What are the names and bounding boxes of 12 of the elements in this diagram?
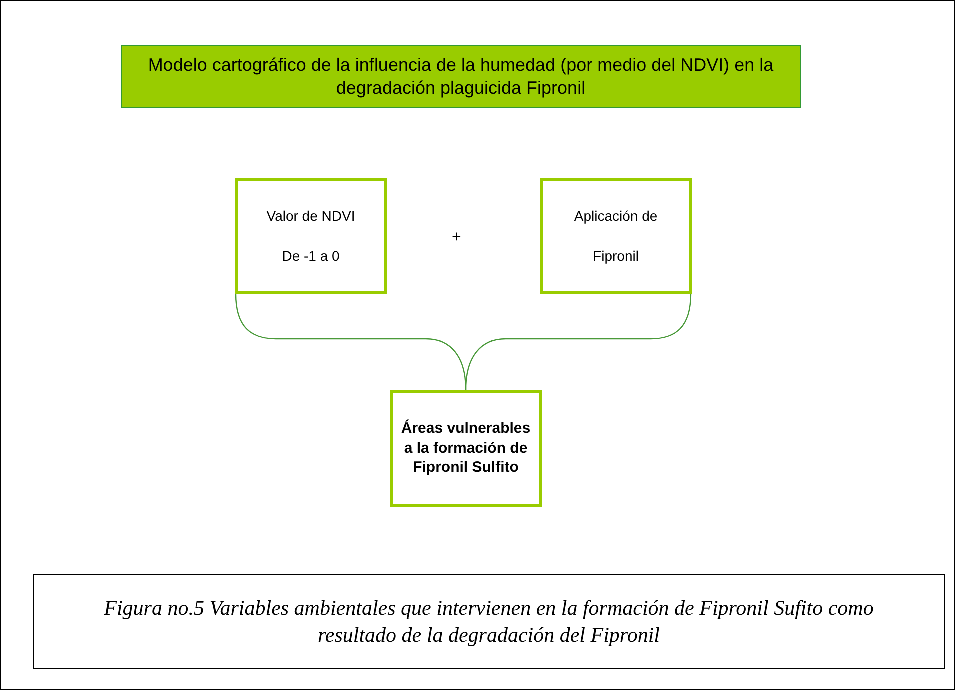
process-box — [235, 178, 387, 294]
plus-sign: + — [452, 229, 462, 247]
bracket-connector — [465, 294, 692, 390]
title-banner — [121, 45, 801, 108]
caption-text: Figura no.5 Variables ambientales que intervienen en la formación de Fipronil Sufito como resultado de la degradación del Fipronil — [103, 595, 875, 648]
node-text: Aplicación de Fipronil — [573, 207, 659, 266]
node-text: De -1 a 0 — [282, 247, 340, 266]
node-text: Valor de NDVI — [266, 207, 356, 226]
process-box — [390, 390, 542, 507]
process-box — [540, 178, 692, 294]
node-text: Áreas vulnerables a la formación de Fipronil Sulfito — [400, 419, 532, 478]
node-text: Modelo cartográfico de la influencia de la humedad (por medio del NDVI) en la degradación plaguicida Fipronil — [147, 54, 775, 99]
